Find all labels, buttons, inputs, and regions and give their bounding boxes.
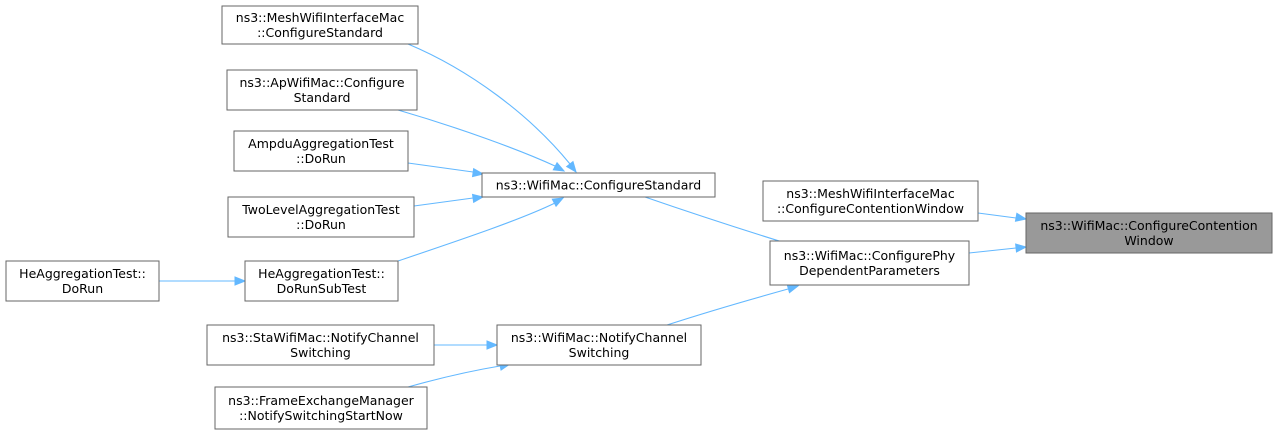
arrow-head-icon <box>471 167 485 178</box>
edge-mesh_cw-to-cfgcw <box>977 212 1028 222</box>
node-label-line: ns3::WifiMac::ConfigureStandard <box>496 178 701 193</box>
edge-cfgphy-to-cfgcw <box>968 243 1028 254</box>
node-box <box>226 69 418 111</box>
edge-mesh_std-to-cfgstd <box>407 43 577 174</box>
node-box <box>762 180 979 222</box>
arrow-head-icon <box>486 340 499 350</box>
node-ap_std[interactable]: ns3::ApWifiMac::ConfigureStandard <box>226 69 418 111</box>
edge-line <box>644 196 793 246</box>
arrow-head-icon <box>1014 212 1028 222</box>
node-label-line: ns3::WifiMac::NotifyChannel <box>511 330 687 345</box>
node-box <box>481 172 716 198</box>
edges-layer <box>159 43 1028 388</box>
node-box <box>221 5 419 45</box>
node-box <box>244 260 399 302</box>
node-label-line: ns3::FrameExchangeManager <box>228 393 414 408</box>
arrow-head-icon <box>565 160 577 174</box>
node-label-line: ::DoRun <box>296 151 346 166</box>
arrow-head-icon <box>786 284 800 294</box>
node-label-line: DoRunSubTest <box>277 281 367 296</box>
node-label-line: ::ConfigureStandard <box>257 25 383 40</box>
node-label-line: Standard <box>294 90 351 105</box>
node-label-line: DoRun <box>62 281 103 296</box>
node-twolevel[interactable]: TwoLevelAggregationTest::DoRun <box>227 196 415 238</box>
edge-twolevel-to-cfgstd <box>413 193 485 207</box>
edge-he_sub-to-cfgstd <box>397 197 565 262</box>
node-box <box>227 196 415 238</box>
node-label-line: ::ConfigureContentionWindow <box>777 201 964 216</box>
node-label-line: HeAggregationTest:: <box>258 266 385 281</box>
edge-ap_std-to-cfgstd <box>397 109 566 172</box>
nodes-layer: ns3::WifiMac::ConfigureContentionWindown… <box>5 5 1273 430</box>
arrow-head-icon <box>551 197 565 208</box>
node-cfgphy[interactable]: ns3::WifiMac::ConfigurePhyDependentParam… <box>769 240 970 286</box>
node-label-line: ::NotifySwitchingStartNow <box>239 408 403 423</box>
arrow-head-icon <box>234 276 247 286</box>
node-label-line: ns3::ApWifiMac::Configure <box>239 75 404 90</box>
node-label-line: Window <box>1124 233 1173 248</box>
edge-line <box>968 247 1017 254</box>
edge-fem-to-notify <box>407 361 512 388</box>
node-mesh_std[interactable]: ns3::MeshWifiInterfaceMac::ConfigureStan… <box>221 5 419 45</box>
node-box <box>1025 212 1273 254</box>
edge-line <box>407 162 474 173</box>
edge-line <box>397 109 556 167</box>
edge-ampdu-to-cfgstd <box>407 162 485 178</box>
node-label-line: ns3::MeshWifiInterfaceMac <box>236 10 405 25</box>
node-box <box>214 386 428 430</box>
node-label-line: ns3::StaWifiMac::NotifyChannel <box>222 330 419 345</box>
edge-line <box>397 202 556 262</box>
edge-line <box>666 288 789 326</box>
arrow-head-icon <box>552 161 566 172</box>
node-label-line: AmpduAggregationTest <box>248 136 394 151</box>
node-box <box>233 130 409 172</box>
edge-line <box>407 43 571 165</box>
arrow-head-icon <box>1015 243 1028 253</box>
node-label-line: ::DoRun <box>296 217 346 232</box>
node-box <box>769 240 970 286</box>
edge-line <box>407 365 501 388</box>
node-label-line: HeAggregationTest:: <box>19 266 146 281</box>
node-he_sub[interactable]: HeAggregationTest::DoRunSubTest <box>244 260 399 302</box>
node-box <box>206 324 435 366</box>
node-label-line: DependentParameters <box>799 263 940 278</box>
edge-sta_notify-to-notify <box>434 340 499 350</box>
node-box <box>496 324 702 366</box>
node-label-line: ns3::WifiMac::ConfigureContention <box>1040 218 1257 233</box>
node-box <box>5 260 160 302</box>
node-fem[interactable]: ns3::FrameExchangeManager::NotifySwitchi… <box>214 386 428 430</box>
node-label-line: ns3::MeshWifiInterfaceMac <box>786 186 955 201</box>
node-cfgcw: ns3::WifiMac::ConfigureContentionWindow <box>1025 212 1273 254</box>
edge-line <box>977 212 1017 219</box>
node-he_run[interactable]: HeAggregationTest::DoRun <box>5 260 160 302</box>
node-mesh_cw[interactable]: ns3::MeshWifiInterfaceMac::ConfigureCont… <box>762 180 979 222</box>
edge-he_run-to-he_sub <box>159 276 247 286</box>
edge-line <box>413 197 474 207</box>
arrow-head-icon <box>471 193 485 204</box>
node-ampdu[interactable]: AmpduAggregationTest::DoRun <box>233 130 409 172</box>
node-label-line: Switching <box>290 345 351 360</box>
node-label-line: Switching <box>569 345 630 360</box>
node-label-line: ns3::WifiMac::ConfigurePhy <box>784 248 956 263</box>
edge-notify-to-cfgphy <box>666 284 800 326</box>
node-label-line: TwoLevelAggregationTest <box>241 202 400 217</box>
node-cfgstd[interactable]: ns3::WifiMac::ConfigureStandard <box>481 172 716 198</box>
